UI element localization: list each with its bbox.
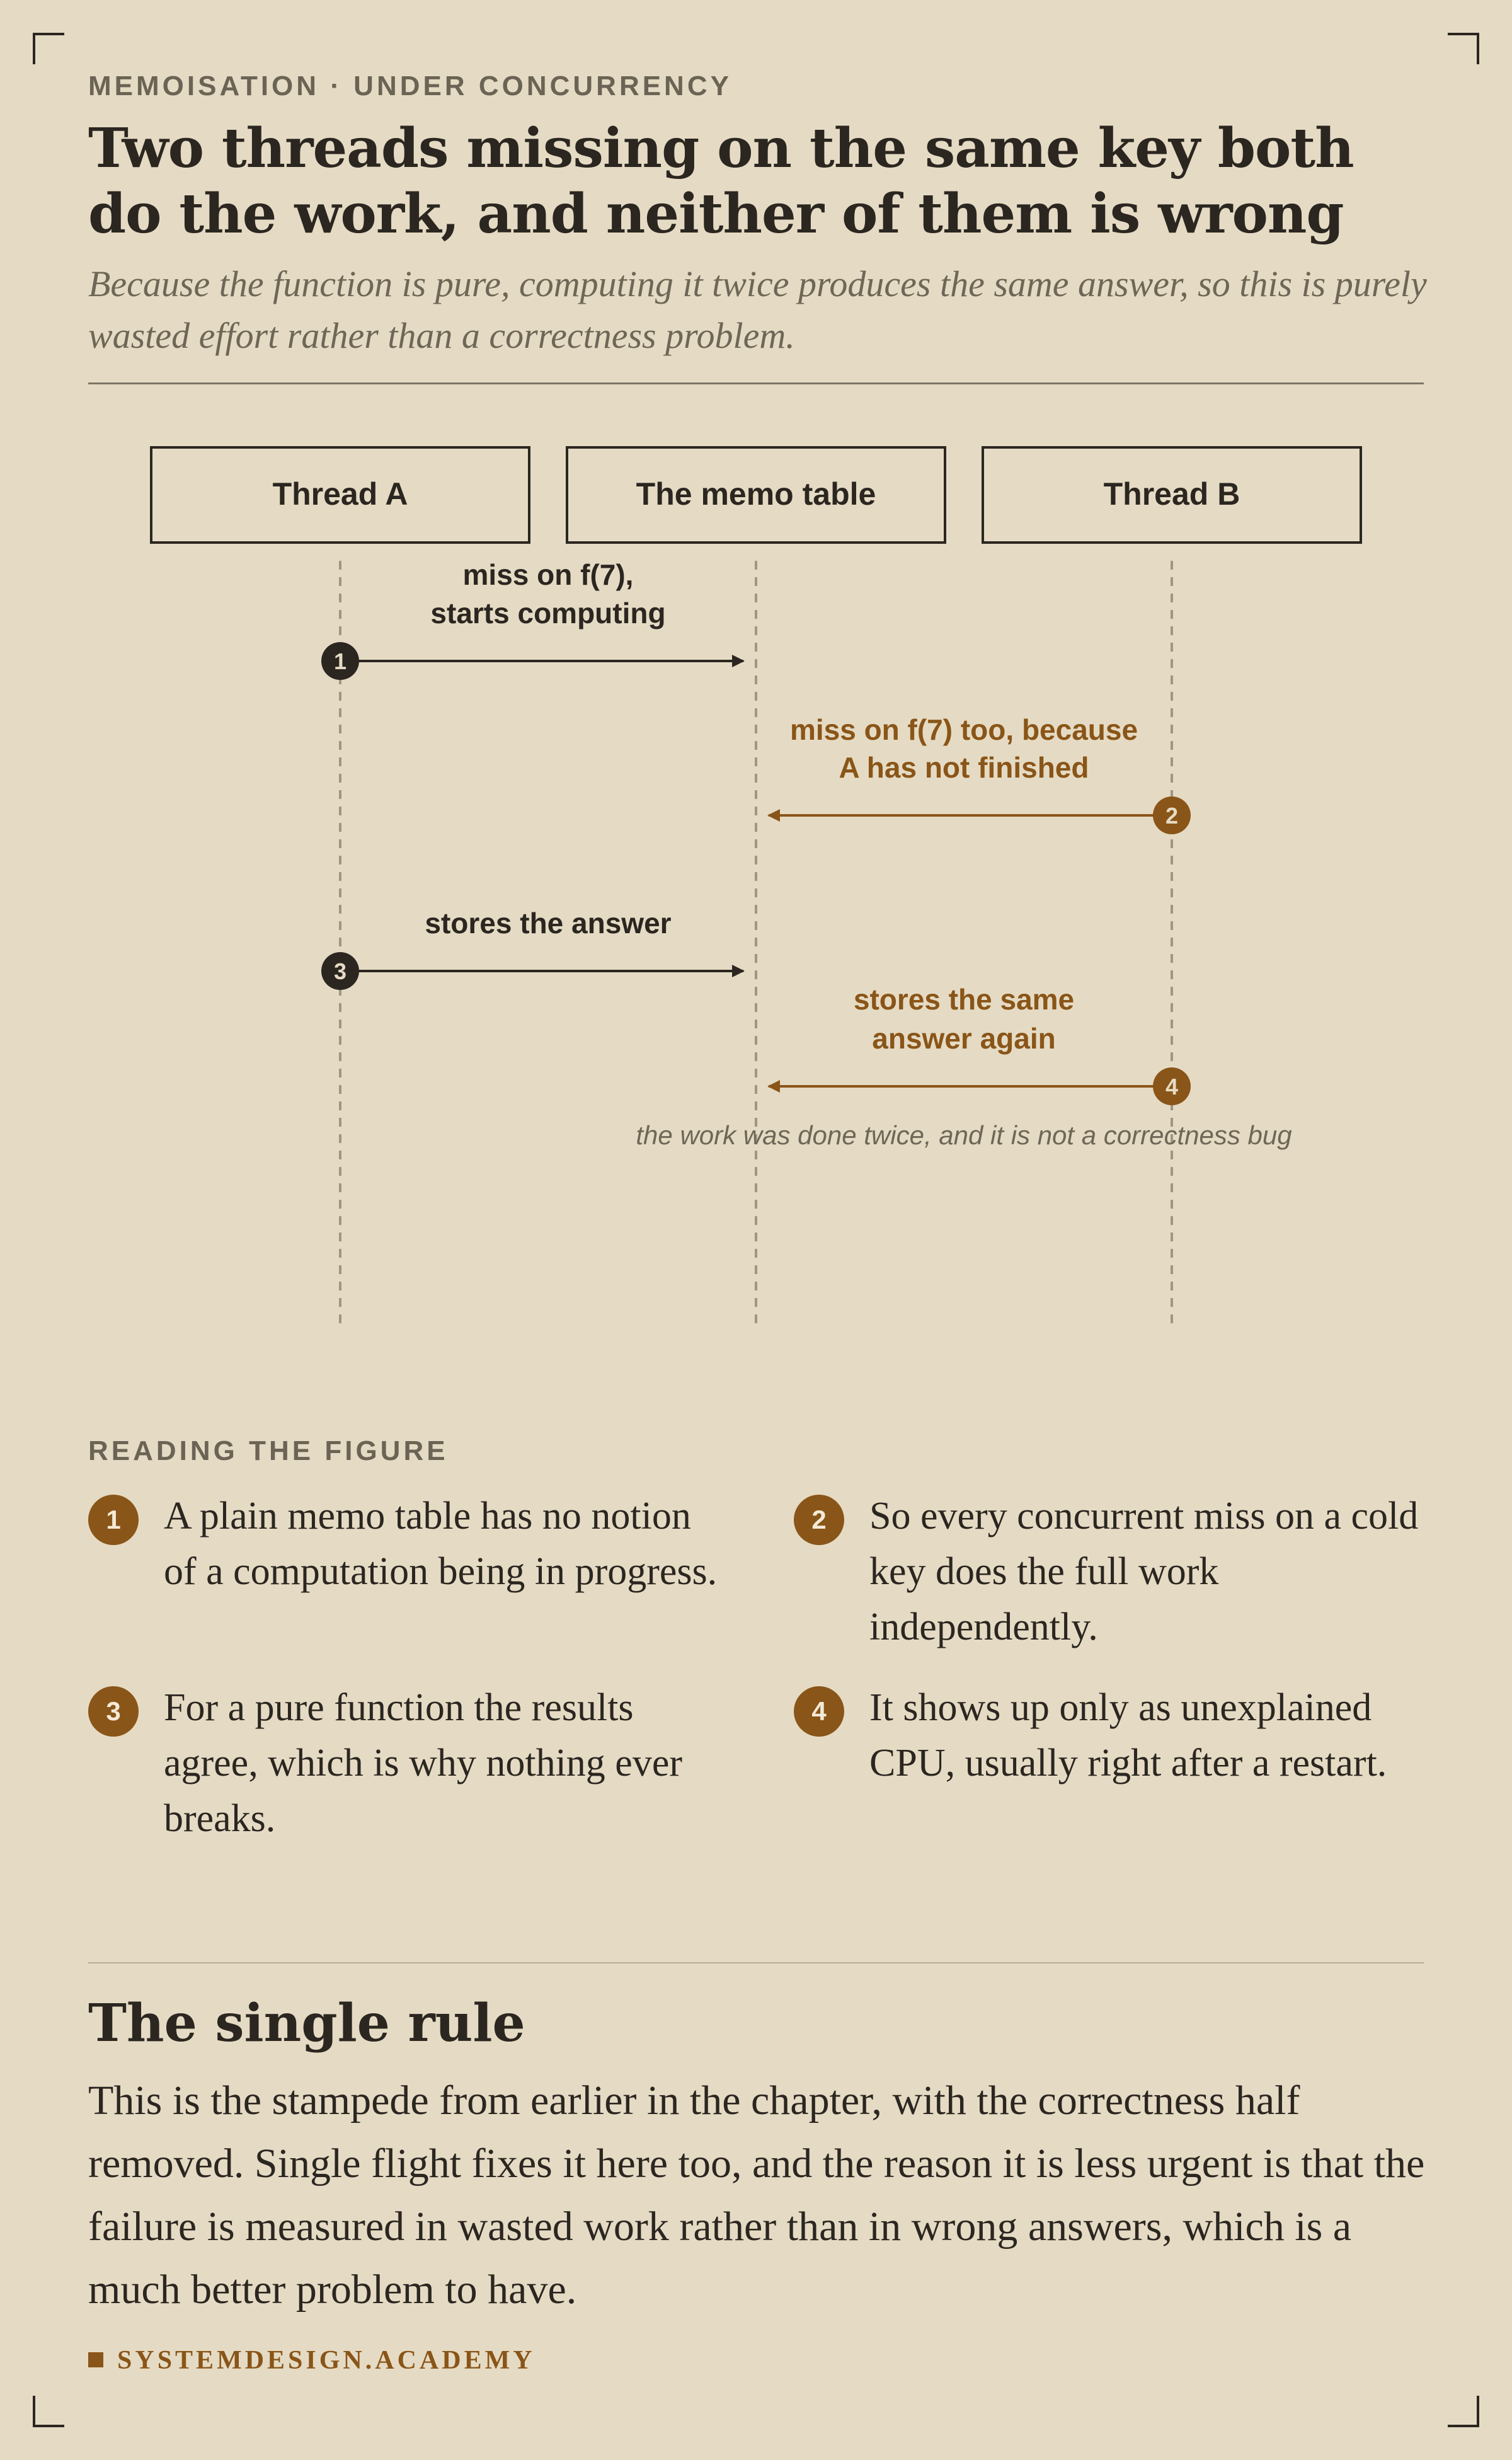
section-divider [88, 1962, 1424, 1963]
lane-title-memo-table: The memo table [636, 476, 876, 512]
page-title: Two threads missing on the same key both… [88, 117, 1354, 246]
step-1-badge [321, 642, 359, 680]
corner-mark-top-left [33, 33, 64, 64]
eyebrow: MEMOISATION · UNDER CONCURRENCY [88, 71, 732, 101]
step-4-badge [1153, 1067, 1191, 1105]
step-3-badge-number: 3 [334, 958, 346, 984]
rule-body: This is the stampede from earlier in the… [88, 2078, 1425, 2313]
sequence-diagram: Thread A The memo table Thread B miss on… [150, 446, 1362, 1323]
corner-mark-top-right [1448, 33, 1479, 64]
reading-item-3-text: For a pure function the results agree, w… [164, 1686, 682, 1840]
step-4-badge-number: 4 [1166, 1074, 1178, 1100]
step-1-badge-number: 1 [334, 648, 346, 674]
page-subtitle: Because the function is pure, computing … [88, 263, 1427, 356]
message-2-label-line-1: miss on f(7) too, because [790, 713, 1138, 746]
reading-item-1-text: A plain memo table has no notion of a co… [164, 1495, 718, 1593]
reading-item-4-text: It shows up only as unexplained CPU, usu… [869, 1686, 1387, 1785]
footer-brand-text: SYSTEMDESIGN.ACADEMY [117, 2346, 536, 2375]
message-4-label-line-1: stores the same [854, 983, 1074, 1016]
rule-heading: The single rule [88, 1993, 525, 2054]
lane-title-thread-a: Thread A [273, 476, 408, 512]
message-2-label-line-2: A has not finished [839, 751, 1089, 784]
step-3-badge [321, 952, 359, 990]
lane-box-memo-table [566, 446, 946, 544]
lane-box-thread-b [982, 446, 1362, 544]
corner-mark-bottom-right [1448, 2396, 1479, 2427]
reading-section-label: READING THE FIGURE [88, 1435, 449, 1466]
header-divider [88, 382, 1424, 384]
reading-item-4-badge: 4 [794, 1686, 844, 1737]
step-2-badge-number: 2 [1166, 803, 1178, 829]
brand-square-icon [88, 2352, 103, 2367]
message-3-label: stores the answer [425, 907, 671, 940]
step-2-badge [1153, 796, 1191, 834]
corner-mark-bottom-left [33, 2396, 64, 2427]
lane-title-thread-b: Thread B [1104, 476, 1240, 512]
message-1-label-line-1: miss on f(7), [463, 558, 634, 591]
reading-item-2-text: So every concurrent miss on a cold key d… [869, 1495, 1419, 1648]
message-4-label-line-2: answer again [872, 1022, 1055, 1055]
footer-brand: SYSTEMDESIGN.ACADEMY [88, 2345, 536, 2376]
lane-box-thread-a [150, 446, 530, 544]
diagram-note: the work was done twice, and it is not a… [636, 1120, 1292, 1150]
reading-item-3-badge: 3 [88, 1686, 139, 1737]
reading-item-1-badge: 1 [88, 1495, 139, 1545]
reading-item-2-badge: 2 [794, 1495, 844, 1545]
message-1-label-line-2: starts computing [430, 597, 665, 629]
